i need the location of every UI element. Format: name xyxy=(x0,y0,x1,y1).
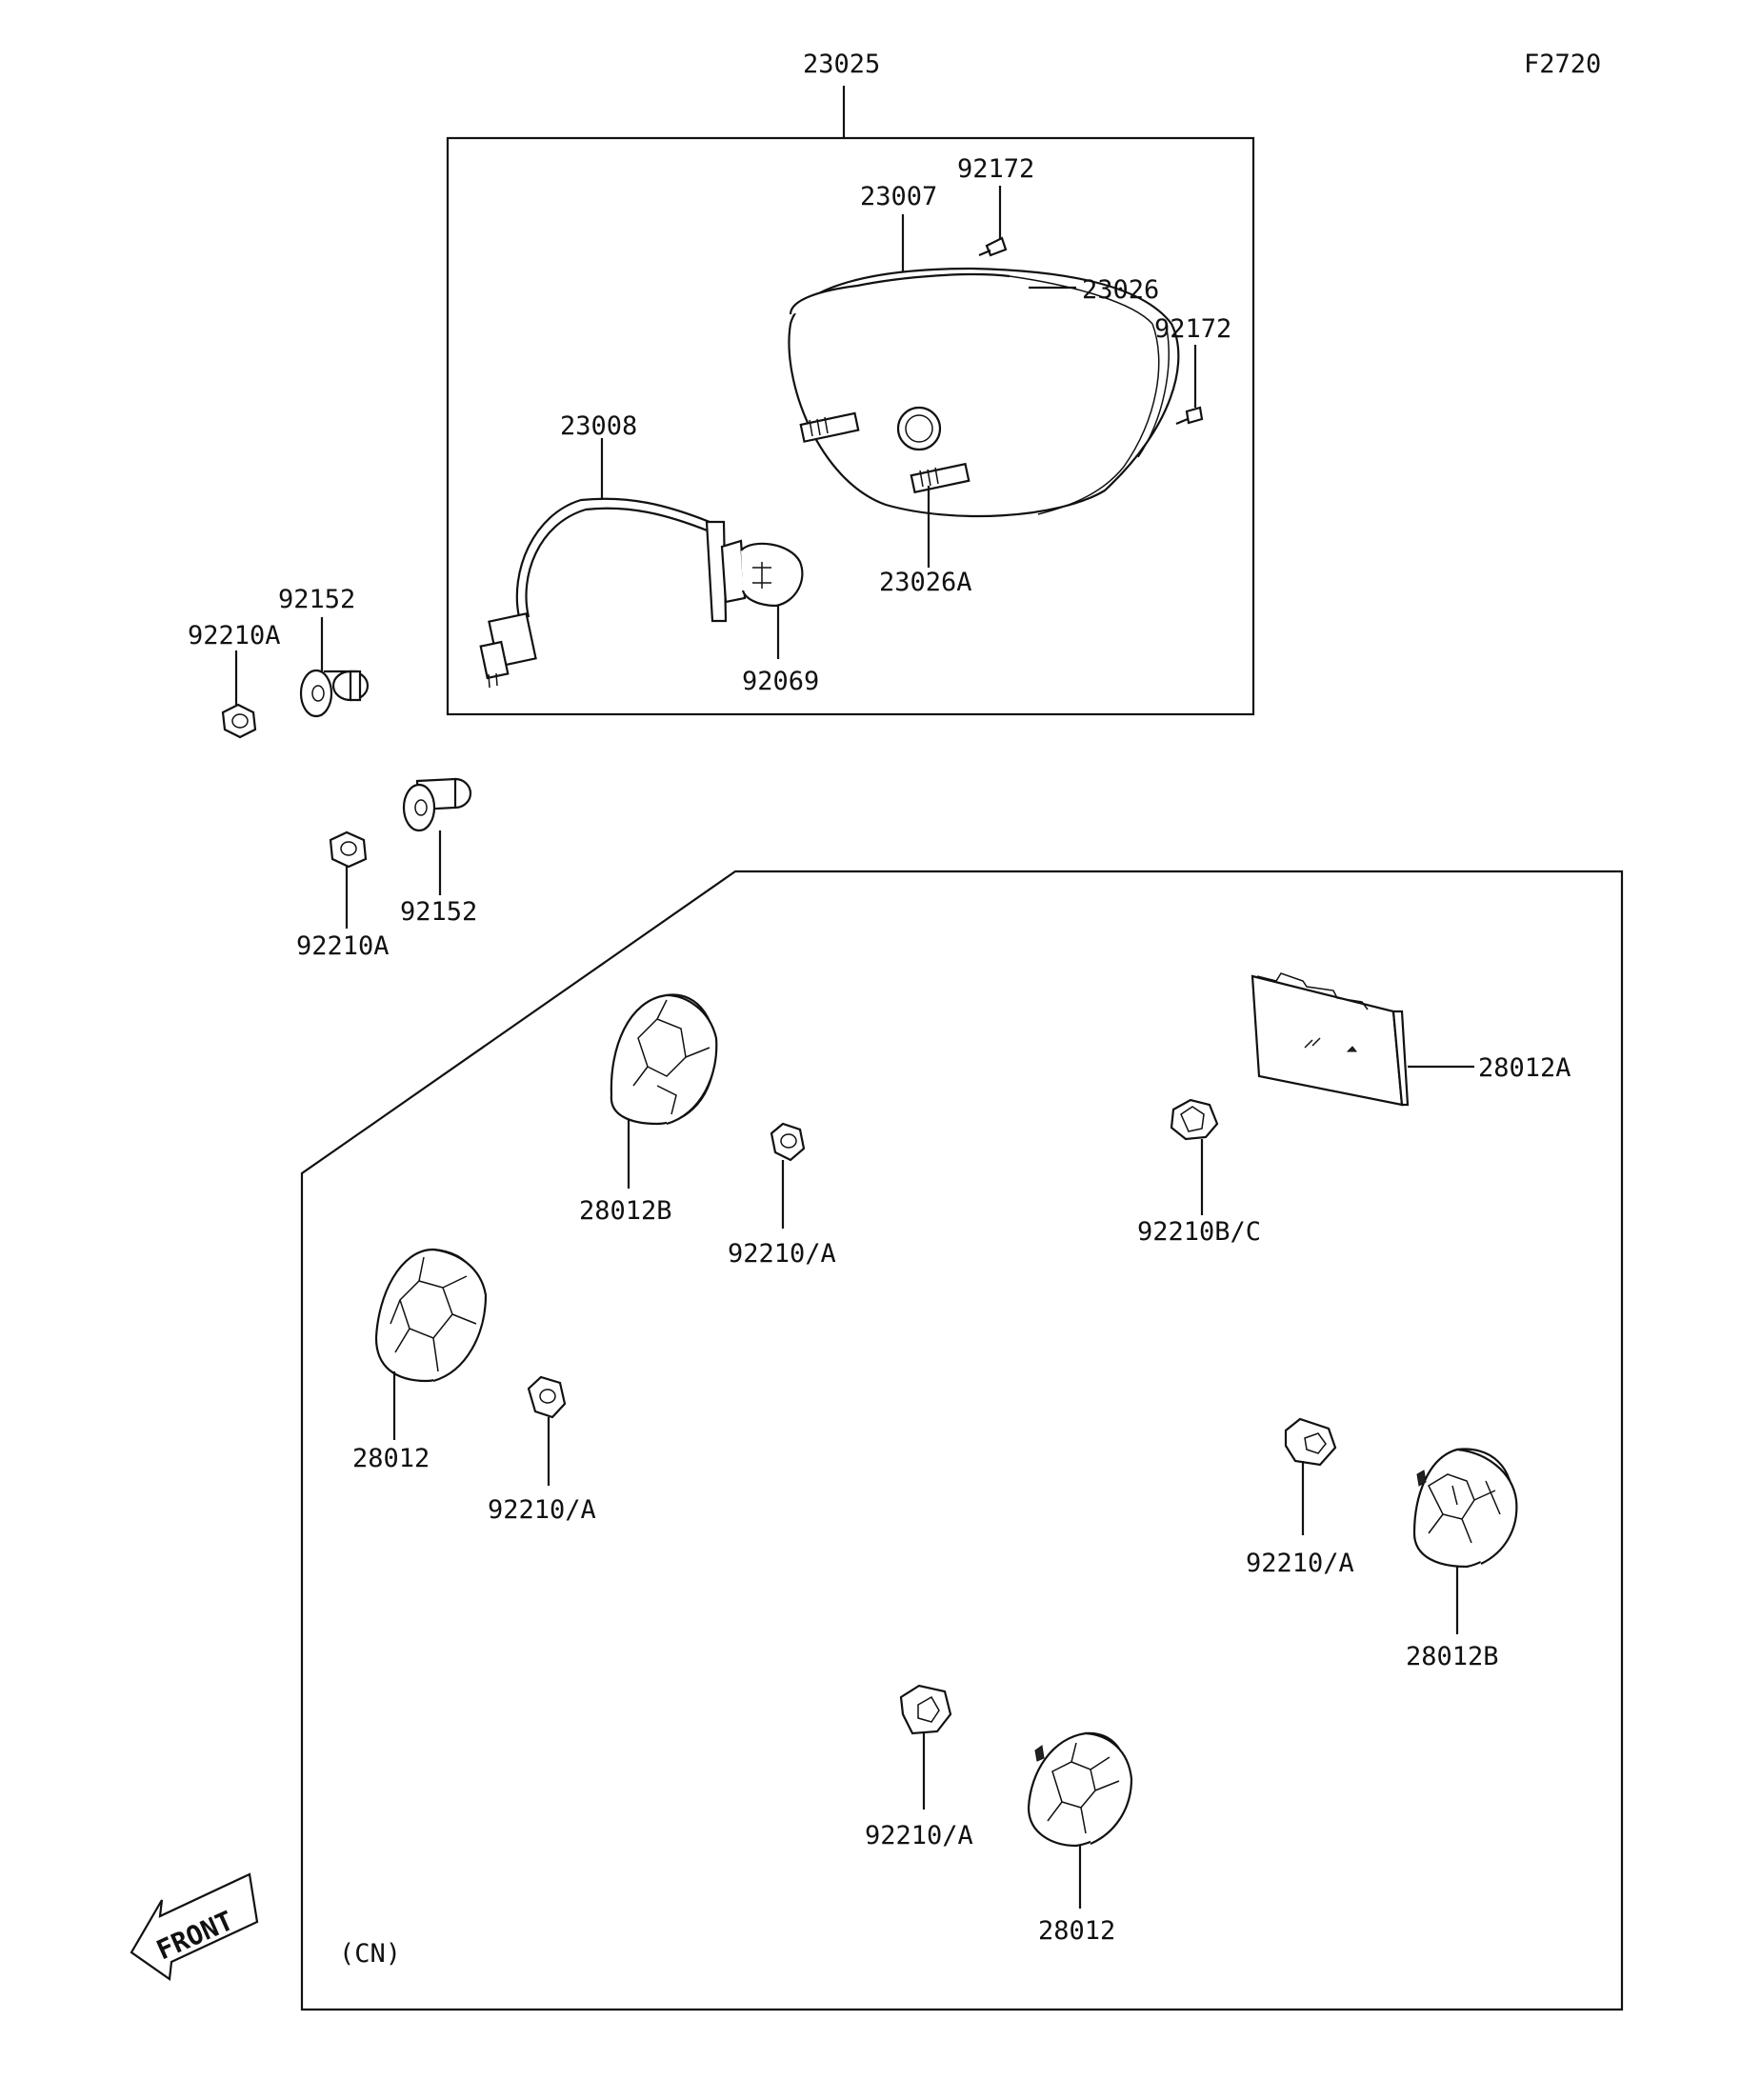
reflector-28012B-top[interactable] xyxy=(610,993,718,1126)
label-92069[interactable]: 92069 xyxy=(742,667,819,696)
label-92152-2[interactable]: 92152 xyxy=(400,897,477,927)
reflector-28012-bottom[interactable] xyxy=(1027,1731,1133,1848)
wiring-harness[interactable] xyxy=(479,497,728,689)
nut-92210A-slash-1[interactable] xyxy=(770,1122,806,1162)
label-92210A-slash-1[interactable]: 92210/A xyxy=(728,1239,836,1269)
label-92210A-2[interactable]: 92210A xyxy=(296,931,390,961)
nut-92210A-slash-3[interactable] xyxy=(1284,1417,1337,1467)
assembly-box xyxy=(446,136,1255,716)
label-28012A[interactable]: 28012A xyxy=(1478,1053,1571,1083)
label-28012B-top[interactable]: 28012B xyxy=(579,1196,672,1226)
label-92210A-slash-2[interactable]: 92210/A xyxy=(488,1495,596,1525)
label-92210A-slash-3[interactable]: 92210/A xyxy=(1246,1549,1354,1578)
nut-92210A-slash-2[interactable] xyxy=(527,1375,567,1419)
nut-92210A-1[interactable] xyxy=(221,703,257,739)
label-92172-top[interactable]: 92172 xyxy=(957,154,1034,184)
collar-92152-1[interactable] xyxy=(299,669,370,718)
label-23026[interactable]: 23026 xyxy=(1082,275,1159,305)
nut-92210A-slash-4[interactable] xyxy=(899,1684,952,1735)
label-28012B-right[interactable]: 28012B xyxy=(1406,1642,1499,1671)
screw-92172-right[interactable] xyxy=(1175,345,1204,426)
label-92210A-1[interactable]: 92210A xyxy=(188,621,281,650)
label-23025[interactable]: 23025 xyxy=(803,50,880,79)
tail-lamp-lens[interactable] xyxy=(788,267,1180,518)
label-28012-bottom[interactable]: 28012 xyxy=(1038,1916,1115,1946)
region-note: (CN) xyxy=(339,1939,401,1969)
reflector-28012B-right[interactable] xyxy=(1412,1448,1518,1569)
label-23026A[interactable]: 23026A xyxy=(879,568,972,597)
label-92172-right[interactable]: 92172 xyxy=(1154,314,1231,344)
label-28012-left[interactable]: 28012 xyxy=(352,1444,430,1473)
label-23007[interactable]: 23007 xyxy=(860,182,937,211)
bulb-92069[interactable] xyxy=(720,539,804,608)
label-92152-1[interactable]: 92152 xyxy=(278,585,355,614)
label-92210A-slash-4[interactable]: 92210/A xyxy=(865,1821,973,1850)
label-23008[interactable]: 23008 xyxy=(560,411,637,441)
figure-code: F2720 xyxy=(1524,50,1601,79)
label-92210BC[interactable]: 92210B/C xyxy=(1137,1217,1261,1247)
screw-92172-top[interactable] xyxy=(978,186,1008,257)
reflector-28012A[interactable] xyxy=(1251,972,1410,1107)
nut-92210A-2[interactable] xyxy=(329,830,368,869)
front-arrow-icon: FRONT xyxy=(130,1872,259,1981)
cn-frame xyxy=(300,870,1624,2011)
collar-92152-2[interactable] xyxy=(402,777,472,832)
nut-92210BC[interactable] xyxy=(1170,1098,1219,1141)
reflector-28012-left[interactable] xyxy=(374,1248,488,1383)
